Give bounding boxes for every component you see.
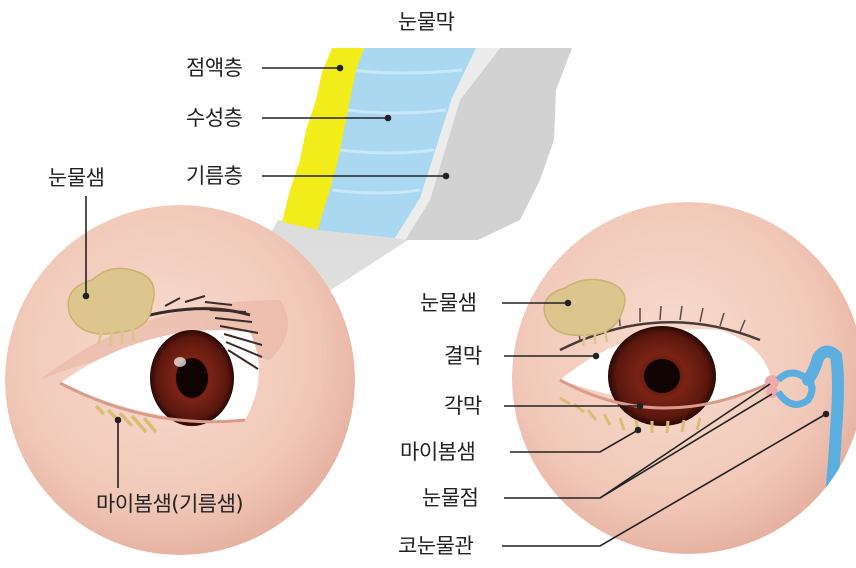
tear-film-layers-illustration (282, 48, 572, 240)
meibomian-gland-right-label: 마이봄샘 (400, 440, 475, 464)
mucin-layer-label: 점액층 (186, 56, 242, 80)
lacrimal-gland-right-label: 눈물샘 (420, 291, 476, 315)
conjunctiva-label: 결막 (444, 344, 482, 368)
lacrimal-punctum-label: 눈물점 (422, 486, 478, 510)
tear-film-label: 눈물막 (398, 10, 454, 34)
lipid-layer-label: 기름층 (186, 164, 242, 188)
lacrimal-gland-left-label: 눈물샘 (48, 166, 104, 190)
nasolacrimal-duct-label: 코눈물관 (398, 534, 473, 558)
cornea-label: 각막 (444, 394, 482, 418)
aqueous-layer-label: 수성층 (186, 106, 242, 130)
right-eye-illustration (512, 202, 856, 554)
meibomian-gland-left-label: 마이봄샘(기름샘) (96, 492, 243, 516)
